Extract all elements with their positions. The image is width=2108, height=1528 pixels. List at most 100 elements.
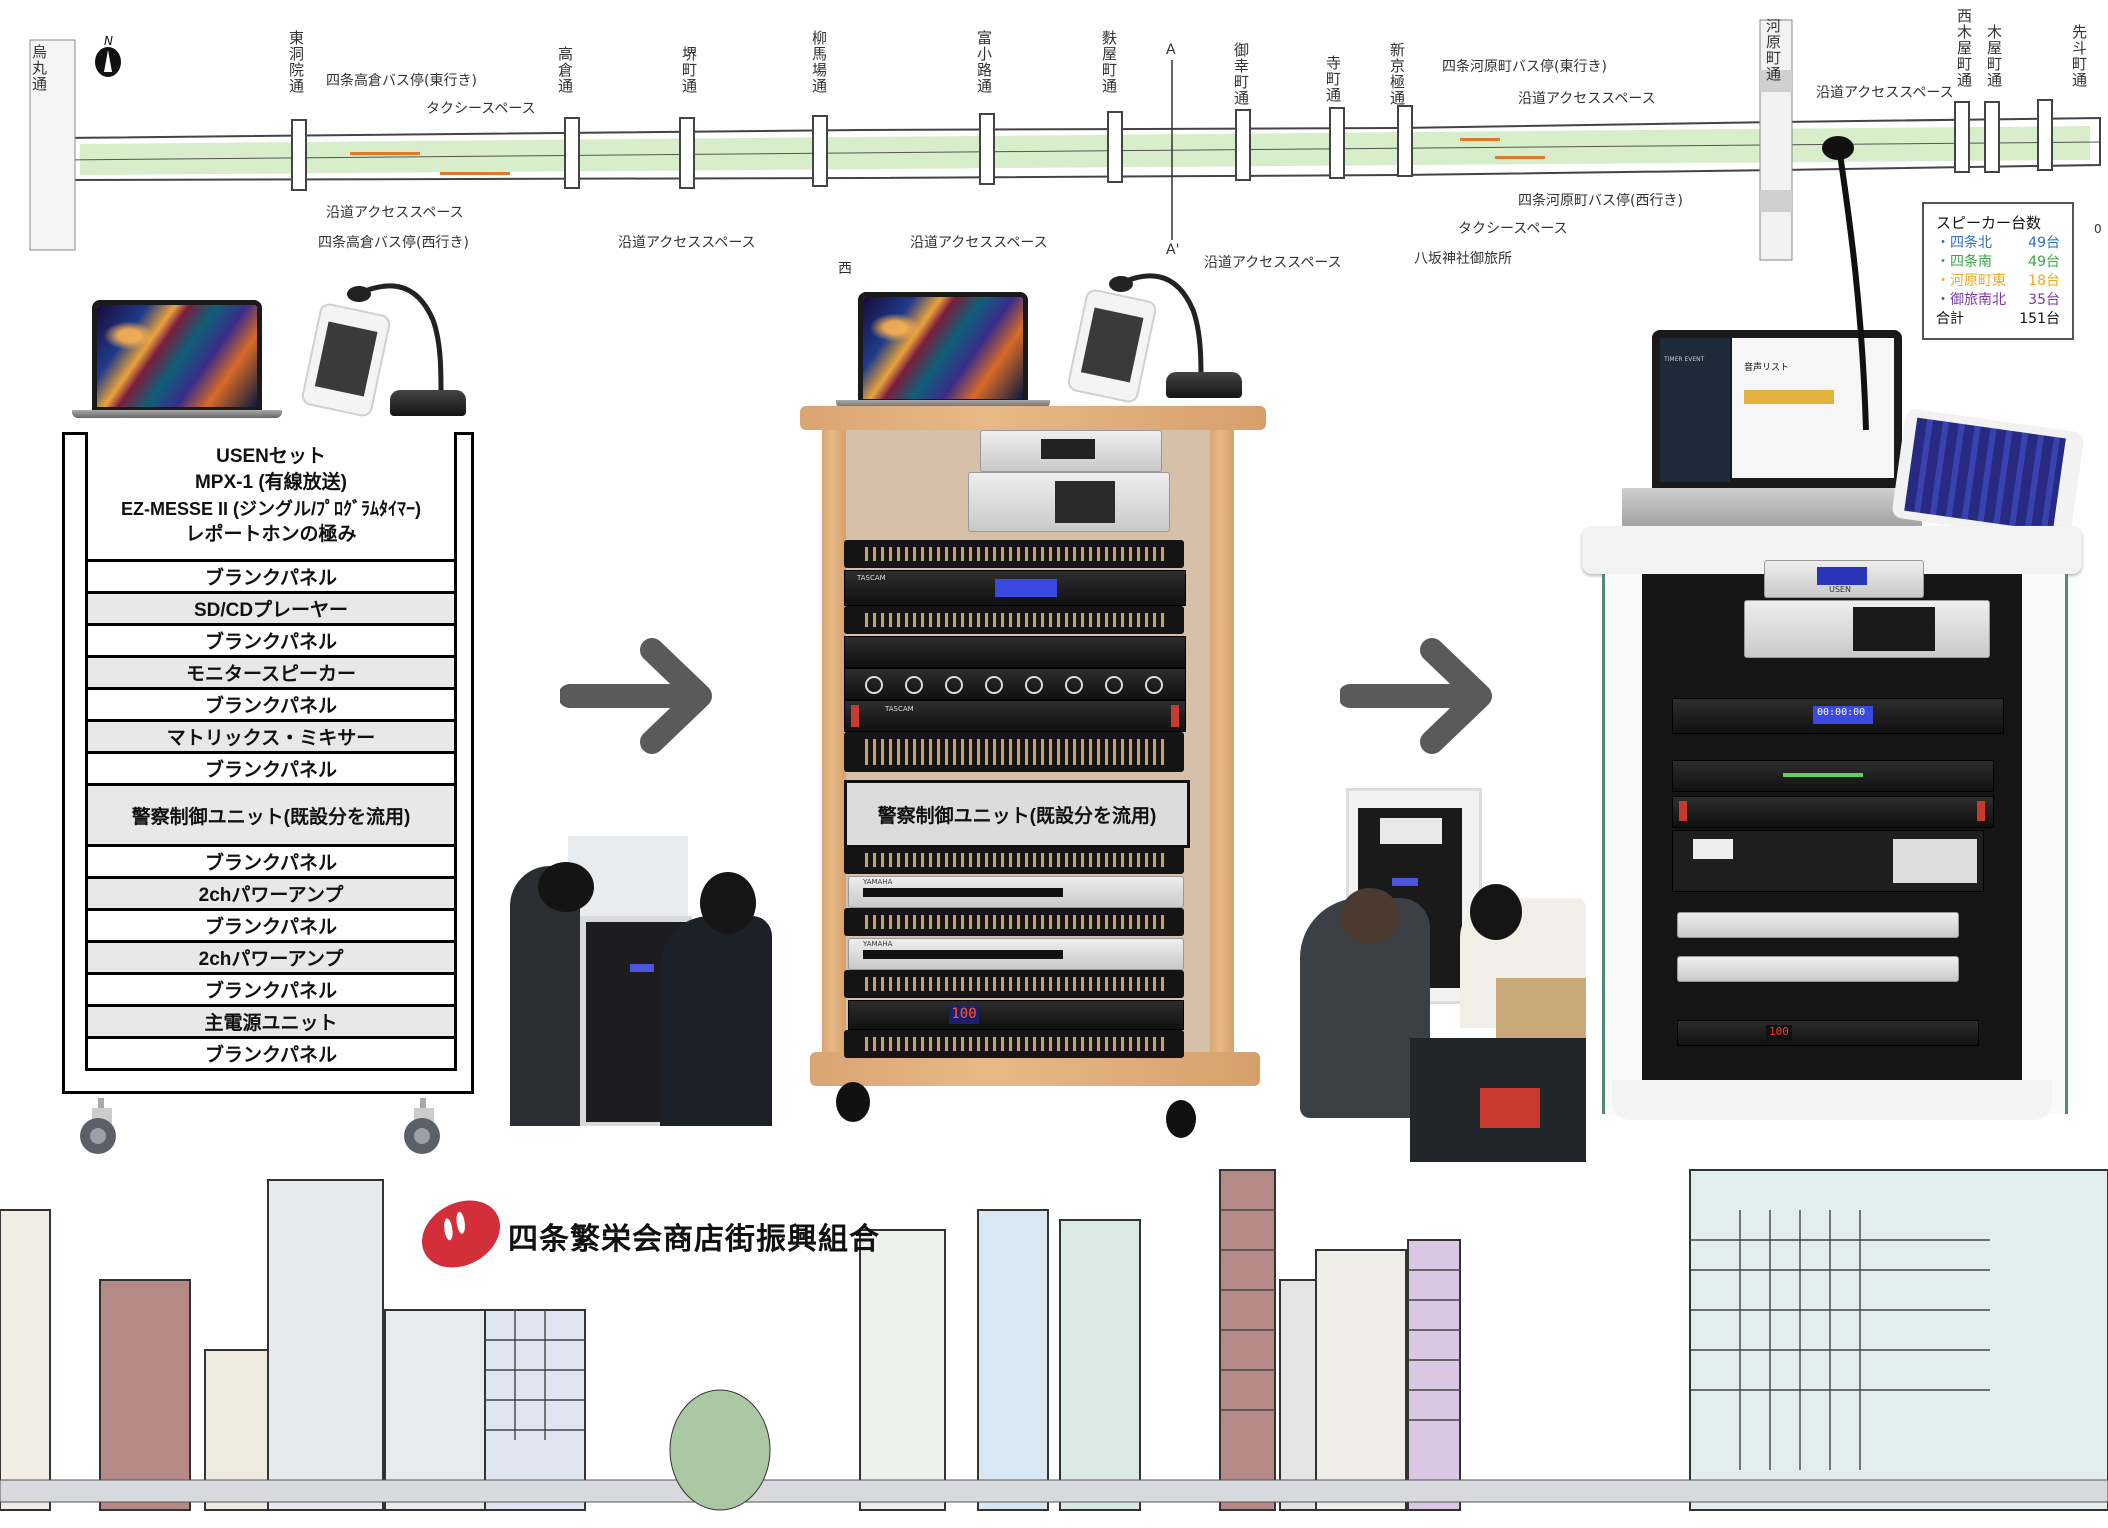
map-annotation: 四条高倉バス停(東行き): [326, 73, 477, 89]
matrix-mixer: TASCAM: [844, 700, 1186, 732]
audio-list-title: 音声リスト: [1744, 363, 1790, 373]
street-label: 新京極通: [1388, 42, 1406, 106]
street-label: 柳馬場通: [810, 30, 828, 94]
brand-label: TASCAM: [857, 574, 886, 582]
tascam-sd-cd-player: 00:00:00: [1672, 698, 2004, 734]
arrow-right-icon: [1340, 638, 1492, 754]
blank-panel: [844, 732, 1184, 772]
rack-slot: SD/CDプレーヤー: [85, 591, 457, 626]
cd-time-display: 00:00:00: [1817, 707, 1866, 718]
street-label: 木屋町通: [1985, 24, 2003, 88]
map-annotation: 四条高倉バス停(西行き): [318, 235, 469, 251]
slot-line: レポートホンの極み: [185, 523, 357, 545]
brand-label: YAMAHA: [863, 940, 893, 948]
blank-panel: [844, 1030, 1184, 1058]
section-marker: A': [1166, 242, 1180, 258]
slot-line: USENセット: [216, 445, 326, 467]
rack-slot: ブランクパネル: [85, 972, 457, 1007]
power-conditioner: 100: [848, 1000, 1184, 1030]
map-annotation: 沿道アクセススペース: [1518, 91, 1656, 107]
street-label: 先斗町通: [2070, 24, 2088, 88]
street-label: 烏丸通: [30, 44, 48, 92]
street-label: 御幸町通: [1232, 42, 1250, 106]
legend-area-name: 合計: [1936, 311, 1964, 327]
rack-slot: 警察制御ユニット(既設分を流用): [85, 783, 457, 847]
microphone-icon: [1822, 136, 1869, 431]
map-annotation: 八坂神社御旅所: [1414, 251, 1512, 267]
legend-speaker-count: 151台: [2019, 311, 2060, 327]
rack-slot: ブランクパネル: [85, 844, 457, 879]
brand-label: YAMAHA: [863, 878, 893, 886]
rack-slot: ブランクパネル: [85, 559, 457, 594]
microphone-base: [1166, 372, 1242, 398]
street-label: 河原町通: [1764, 18, 1782, 82]
legend-row: ・四条北 49台: [1936, 234, 2060, 253]
wooden-rack-cabinet: TASCAM TASCAM YAMAHA YAMAHA 100 警察制御ユニット(既設分…: [800, 273, 1266, 1138]
legend-speaker-count: 35台: [2028, 292, 2060, 308]
timer-event-title: TIMER EVENT: [1664, 356, 1705, 363]
sd-cd-player: TASCAM: [844, 570, 1186, 606]
map-annotation: タクシースペース: [1458, 221, 1568, 237]
street-label: 東洞院通: [287, 30, 305, 94]
compass-north-label: N: [104, 34, 113, 48]
power-display: 100: [1766, 1025, 1792, 1041]
legend-speaker-count: 18台: [2028, 273, 2060, 289]
yamaha-power-amp: [1677, 912, 1959, 938]
slot-line: MPX-1 (有線放送): [194, 471, 347, 493]
map-annotation: 沿道アクセススペース: [326, 205, 464, 221]
laptop-icon: [858, 292, 1028, 404]
legend-speaker-count: 49台: [2028, 254, 2060, 270]
street-label: 堺町通: [680, 46, 698, 94]
cabinet-side: [1210, 430, 1234, 1070]
rack-slot: モニタースピーカー: [85, 655, 457, 690]
legend-row: ・御旅南北 35台: [1936, 291, 2060, 310]
usen-mpx1-unit: [980, 430, 1162, 472]
rack-slot: ブランクパネル: [85, 687, 457, 722]
usen-unit: USEN: [1764, 560, 1924, 598]
police-control-unit-panel: 警察制御ユニット(既設分を流用): [844, 780, 1190, 848]
legend-area-name: ・四条北: [1936, 235, 1992, 251]
caster-icon: [836, 1082, 870, 1122]
yamaha-power-amp: [1677, 956, 1959, 982]
installed-rack-cabinet-photo: TIMER EVENT 音声リスト USEN 00:00:00: [1582, 136, 2085, 1130]
street-label: 西木屋町通: [1955, 8, 1973, 88]
usen-label: USEN: [1829, 585, 1851, 594]
caster-icon: [404, 1098, 440, 1154]
ez-messe-unit: [1744, 600, 1990, 658]
cityscape-illustration: [0, 1150, 2108, 1524]
blank-panel: [844, 846, 1184, 874]
legend-area-name: ・御旅南北: [1936, 292, 2006, 308]
blank-panel: [844, 908, 1184, 936]
caster-icon: [1166, 1100, 1196, 1138]
rack-slot: 2chパワーアンプ: [85, 940, 457, 975]
map-annotation: 沿道アクセススペース: [910, 235, 1048, 251]
cabinet-top: [800, 406, 1266, 430]
legend-row: 合計 151台: [1936, 310, 2060, 329]
caster-icon: [80, 1098, 116, 1154]
brand-label: TASCAM: [885, 705, 914, 713]
cabinet-side: [822, 430, 846, 1070]
police-control-unit: [1672, 830, 1984, 892]
rack-slot: ブランクパネル: [85, 1036, 457, 1071]
street-label: 寺町通: [1324, 55, 1342, 103]
arrow-right-icon: [560, 638, 712, 754]
blank-panel: [844, 606, 1184, 634]
monitor-speaker-unit: [1672, 760, 1994, 792]
monitor-speaker: [844, 636, 1186, 668]
microphone-base: [390, 390, 466, 416]
map-annotation: タクシースペース: [426, 101, 536, 117]
legend-speaker-count: 49台: [2028, 235, 2060, 251]
rack-diagram: USENセット MPX-1 (有線放送) EZ-MESSE II (ジングル/ﾌ…: [62, 432, 474, 1094]
yamaha-power-amp: YAMAHA: [848, 938, 1184, 970]
ez-messe-unit: [968, 472, 1170, 532]
rack-slot: ブランクパネル: [85, 908, 457, 943]
scale-bar-label: 0: [2094, 222, 2102, 236]
street-label: 麩屋町通: [1100, 30, 1118, 94]
blank-panel: [844, 970, 1184, 998]
map-annotation: 四条河原町バス停(西行き): [1518, 193, 1683, 209]
street-label: 高倉通: [556, 46, 574, 94]
rack-slot: ブランクパネル: [85, 751, 457, 786]
slot-line: EZ-MESSE II (ジングル/ﾌﾟﾛｸﾞﾗﾑﾀｲﾏｰ): [120, 498, 421, 519]
